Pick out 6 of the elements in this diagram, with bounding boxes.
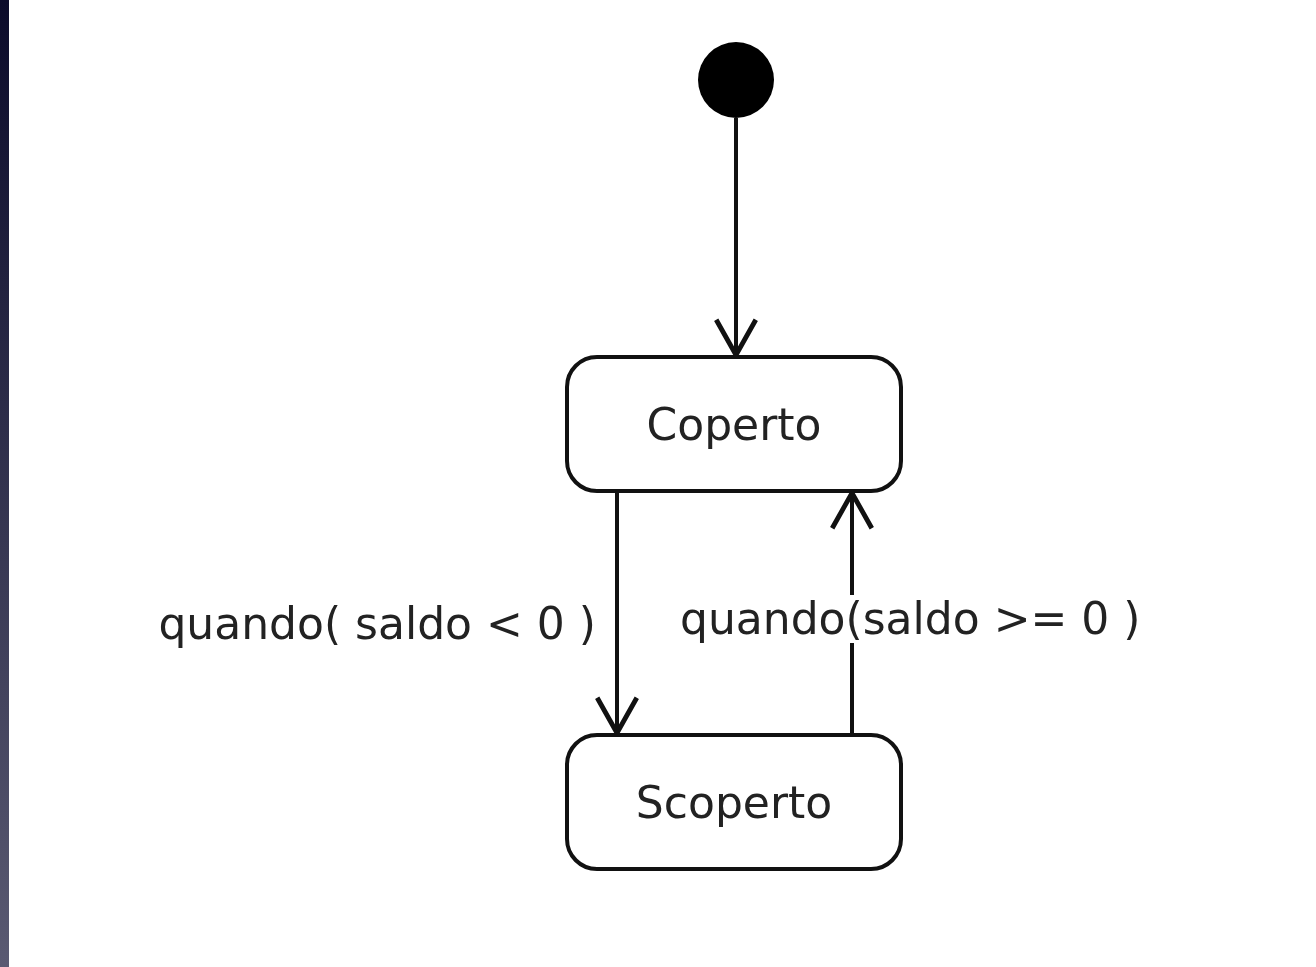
state-box: [565, 733, 903, 871]
state-box: [565, 355, 903, 493]
state-name: Scoperto: [635, 776, 833, 828]
transition-arrow: [594, 493, 640, 736]
transition-arrow: [713, 118, 759, 358]
state-name: Coperto: [646, 398, 822, 450]
